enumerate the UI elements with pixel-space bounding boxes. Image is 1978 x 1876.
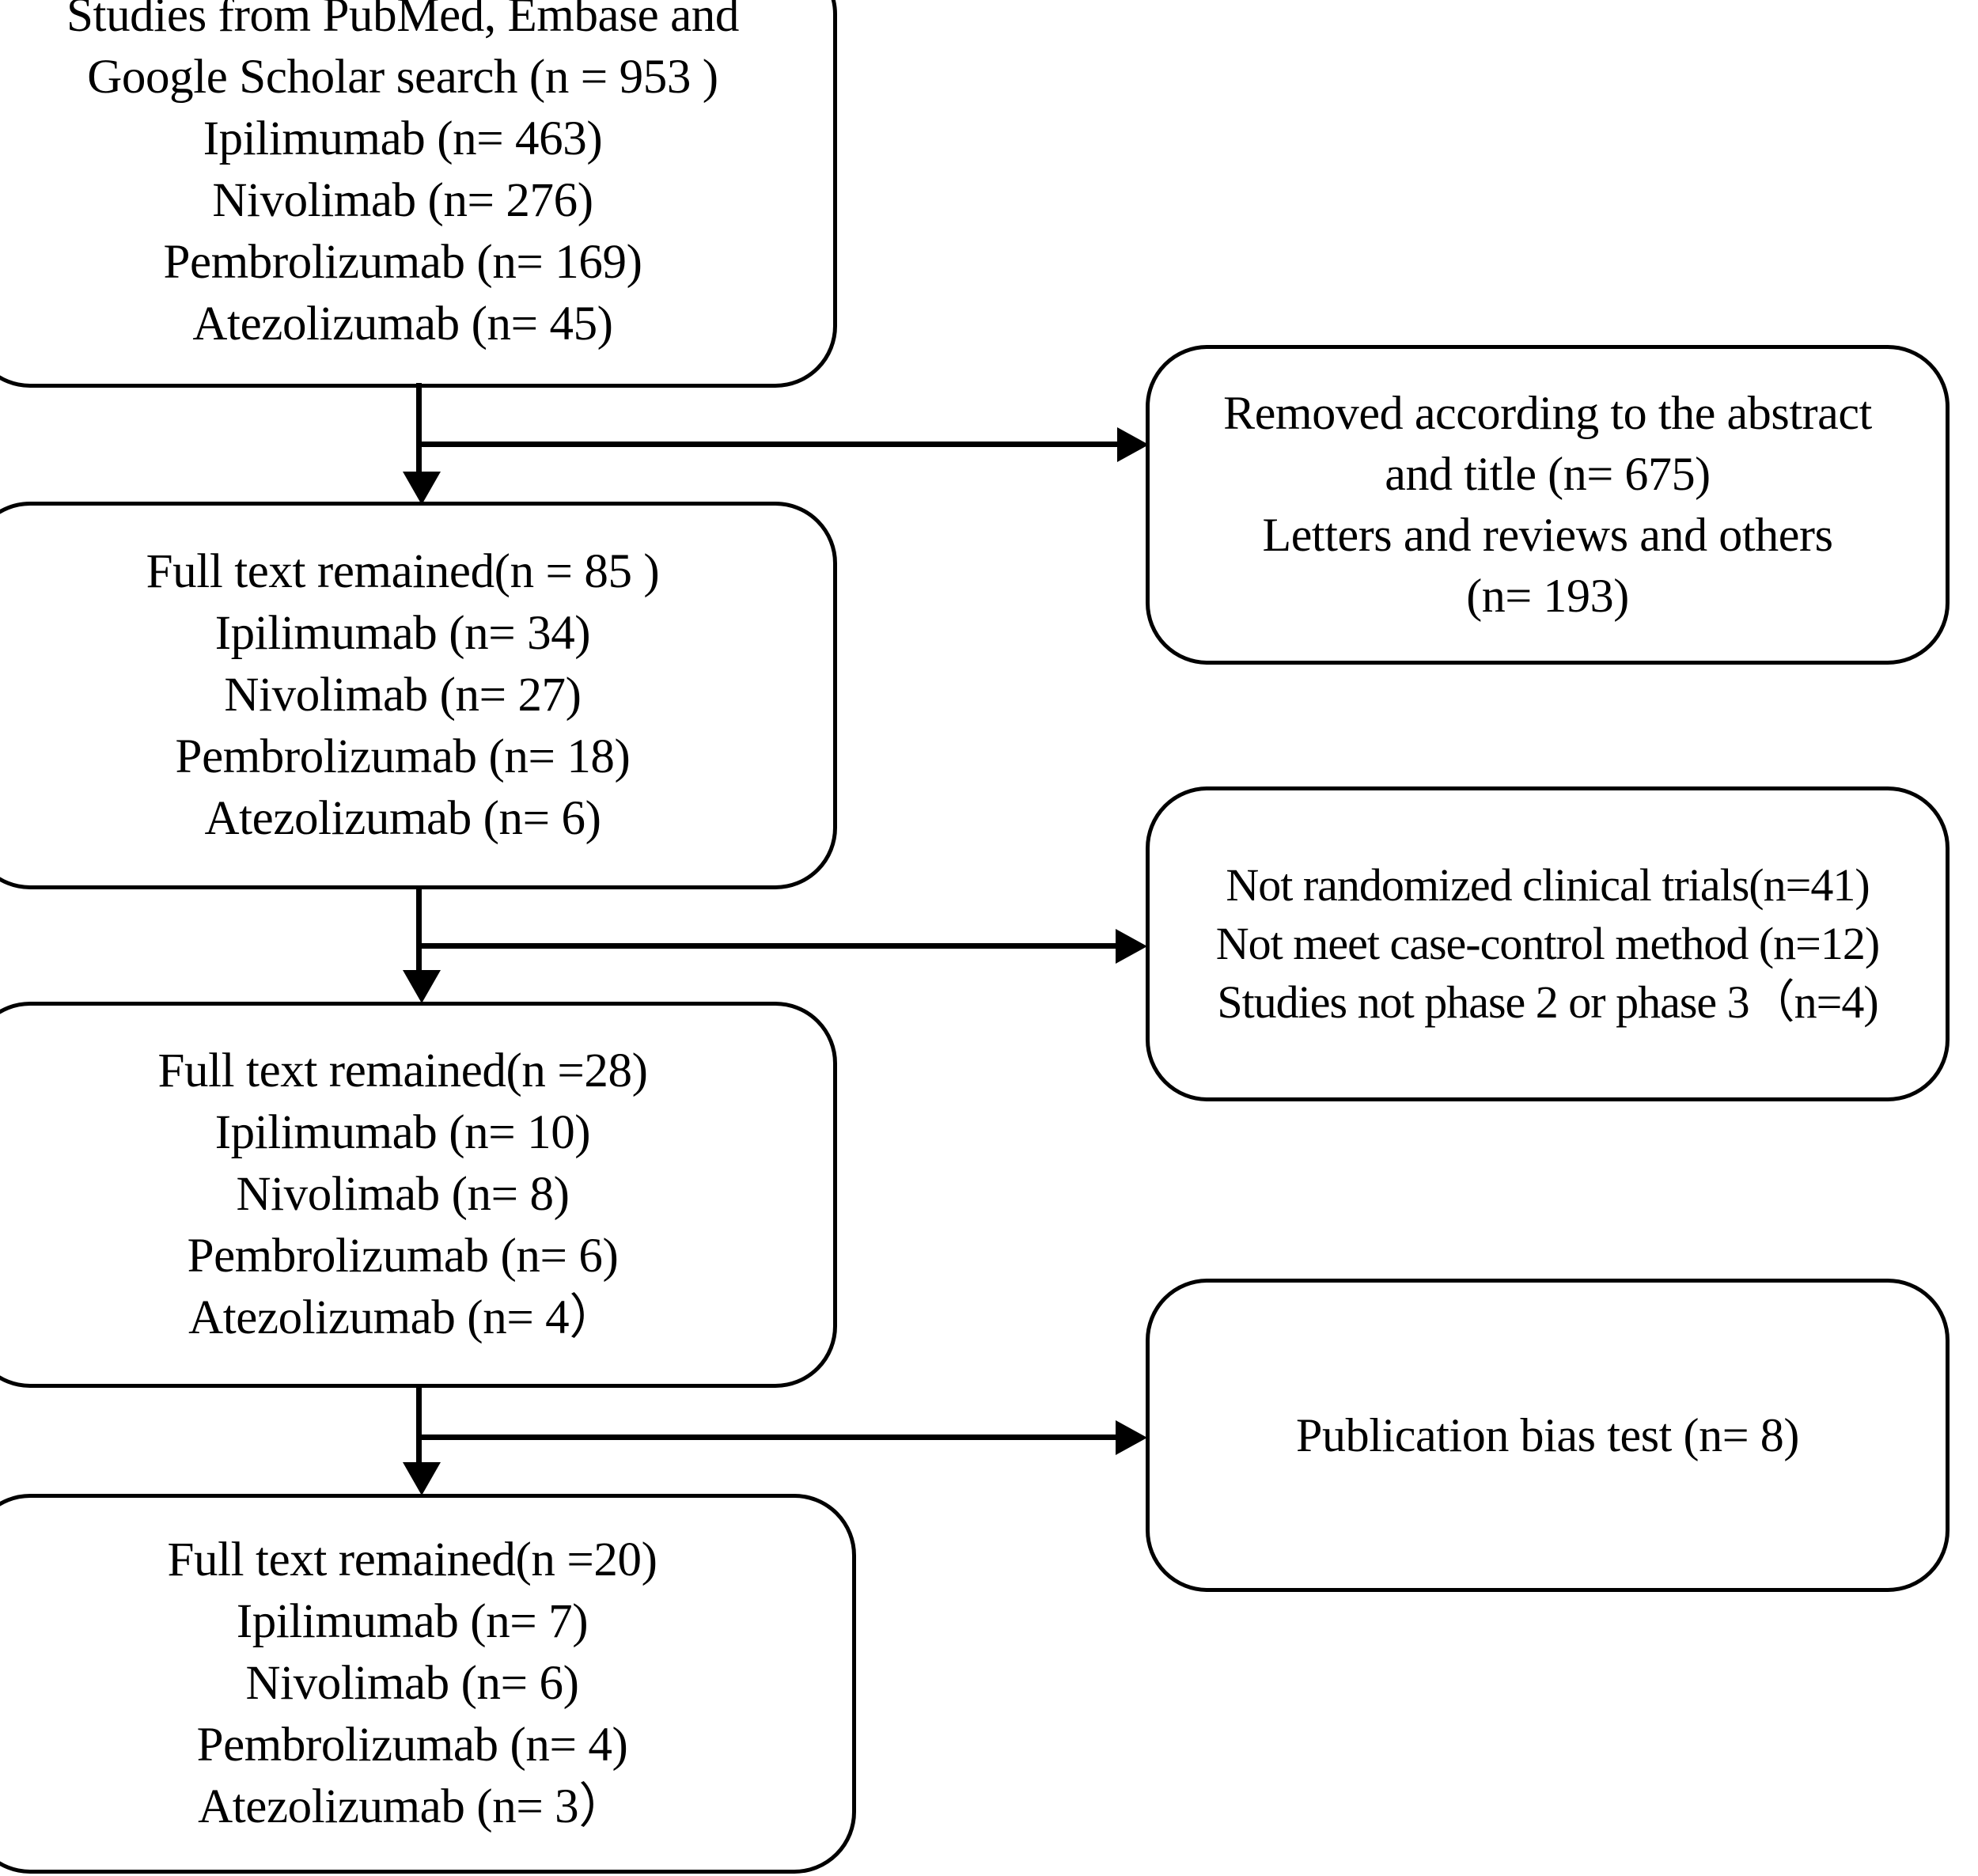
arrow-right-icon-3 — [1116, 1420, 1147, 1455]
publication-bias-line-1: Publication bias test (n= 8) — [1296, 1408, 1799, 1461]
identification-box: Studies from PubMed, Embase and Google S… — [0, 0, 837, 388]
identification-line-3: Ipilimumab (n= 463) — [203, 112, 603, 165]
excluded-abstract-line-4: (n= 193) — [1466, 569, 1629, 622]
full-text-28-line-1: Full text remained(n =28) — [157, 1044, 648, 1097]
full-text-28-box: Full text remained(n =28) Ipilimumab (n=… — [0, 1002, 837, 1388]
excluded-design-box: Not randomized clinical trials(n=41) Not… — [1146, 786, 1950, 1101]
full-text-85-box: Full text remained(n = 85 ) Ipilimumab (… — [0, 502, 837, 889]
excluded-abstract-line-2: and title (n= 675) — [1385, 448, 1711, 501]
identification-line-1: Studies from PubMed, Embase and — [66, 0, 739, 42]
arrow-right-icon-1 — [1117, 427, 1149, 462]
excluded-abstract-title-box: Removed according to the abstract and ti… — [1146, 345, 1950, 665]
full-text-85-line-5: Atezolizumab (n= 6) — [204, 792, 601, 846]
full-text-20-line-2: Ipilimumab (n= 7) — [236, 1594, 589, 1648]
excluded-abstract-line-3: Letters and reviews and others — [1262, 509, 1833, 561]
excluded-design-line-2: Not meet case-control method (n=12) — [1215, 917, 1880, 969]
full-text-85-line-4: Pembrolizumab (n= 18) — [175, 730, 631, 784]
full-text-20-line-4: Pembrolizumab (n= 4) — [196, 1719, 628, 1772]
publication-bias-box: Publication bias test (n= 8) — [1146, 1279, 1950, 1592]
arrow-down-icon-3 — [403, 1462, 441, 1495]
full-text-28-line-5: Atezolizumab (n= 4） — [188, 1291, 617, 1345]
excluded-abstract-line-1: Removed according to the abstract — [1223, 387, 1872, 440]
full-text-20-line-5: Atezolizumab (n= 3） — [198, 1780, 627, 1834]
full-text-85-line-3: Nivolimab (n= 27) — [224, 668, 582, 722]
excluded-design-line-1: Not randomized clinical trials(n=41) — [1226, 858, 1870, 911]
connector-branch-to-publication-bias — [416, 1434, 1119, 1440]
full-text-20-line-1: Full text remained(n =20) — [167, 1533, 657, 1586]
connector-branch-to-excluded-2 — [416, 943, 1119, 949]
full-text-28-line-3: Nivolimab (n= 8) — [236, 1167, 570, 1221]
full-text-85-line-2: Ipilimumab (n= 34) — [214, 606, 591, 660]
excluded-design-line-3: Studies not phase 2 or phase 3（n=4) — [1217, 976, 1878, 1029]
connector-eligibility-to-included — [416, 1385, 422, 1469]
identification-line-6: Atezolizumab (n= 45) — [192, 298, 613, 351]
full-text-20-line-3: Nivolimab (n= 6) — [245, 1656, 579, 1710]
identification-line-4: Nivolimab (n= 276) — [212, 174, 593, 227]
connector-branch-to-excluded-1 — [416, 442, 1120, 447]
arrow-down-icon-2 — [403, 970, 441, 1003]
identification-line-5: Pembrolizumab (n= 169) — [163, 236, 642, 290]
full-text-28-line-4: Pembrolizumab (n= 6) — [187, 1230, 619, 1283]
full-text-28-line-2: Ipilimumab (n= 10) — [214, 1105, 591, 1159]
arrow-right-icon-2 — [1116, 929, 1147, 964]
arrow-down-icon-1 — [403, 472, 441, 505]
full-text-20-box: Full text remained(n =20) Ipilimumab (n=… — [0, 1494, 856, 1874]
identification-line-2: Google Scholar search (n = 953 ) — [87, 50, 718, 104]
full-text-85-line-1: Full text remained(n = 85 ) — [146, 544, 660, 598]
connector-screening-to-eligibility — [416, 886, 422, 975]
connector-identification-to-screening — [416, 383, 422, 476]
